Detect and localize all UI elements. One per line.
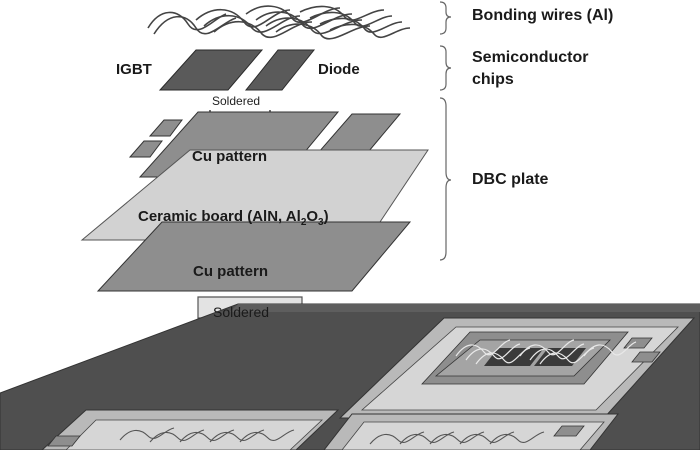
label-dbc-plate: DBC plate	[472, 171, 549, 188]
module-right	[338, 317, 696, 419]
label-bonding-wires: Bonding wires (Al)	[472, 7, 614, 24]
label-semiconductor-line2: chips	[472, 71, 514, 88]
ceramic-sub2: 2	[300, 217, 307, 228]
label-soldered-arrow: Soldered	[213, 304, 270, 320]
label-ceramic-board: Ceramic board (AlN, Al2O3)	[138, 208, 329, 228]
small-pad-1	[148, 119, 183, 137]
bottom-cu-shape	[96, 221, 412, 292]
label-diode: Diode	[318, 61, 360, 78]
label-cu-pattern-top: Cu pattern	[192, 148, 267, 165]
bonding-wires	[147, 5, 411, 40]
ceramic-prefix: Ceramic board (AlN, Al	[138, 208, 301, 225]
module-bottom-right	[322, 413, 620, 451]
ceramic-o: O	[306, 208, 319, 225]
diode-chip	[244, 49, 316, 91]
ceramic-suffix: )	[323, 208, 329, 225]
label-cu-pattern-bottom: Cu pattern	[193, 263, 268, 280]
label-semiconductor-line1: Semiconductor	[472, 49, 589, 66]
brace-bonding-wires	[439, 1, 452, 35]
ceramic-sub3: 3	[318, 217, 324, 228]
base-plate-shade	[230, 304, 700, 312]
brace-dbc-plate	[439, 97, 452, 261]
label-igbt: IGBT	[116, 61, 152, 78]
small-pad-2	[128, 140, 163, 158]
label-soldered-small: Soldered	[210, 94, 263, 108]
igbt-chip	[158, 49, 264, 91]
module-bottom-left	[40, 409, 340, 451]
brace-semiconductor	[439, 45, 452, 91]
